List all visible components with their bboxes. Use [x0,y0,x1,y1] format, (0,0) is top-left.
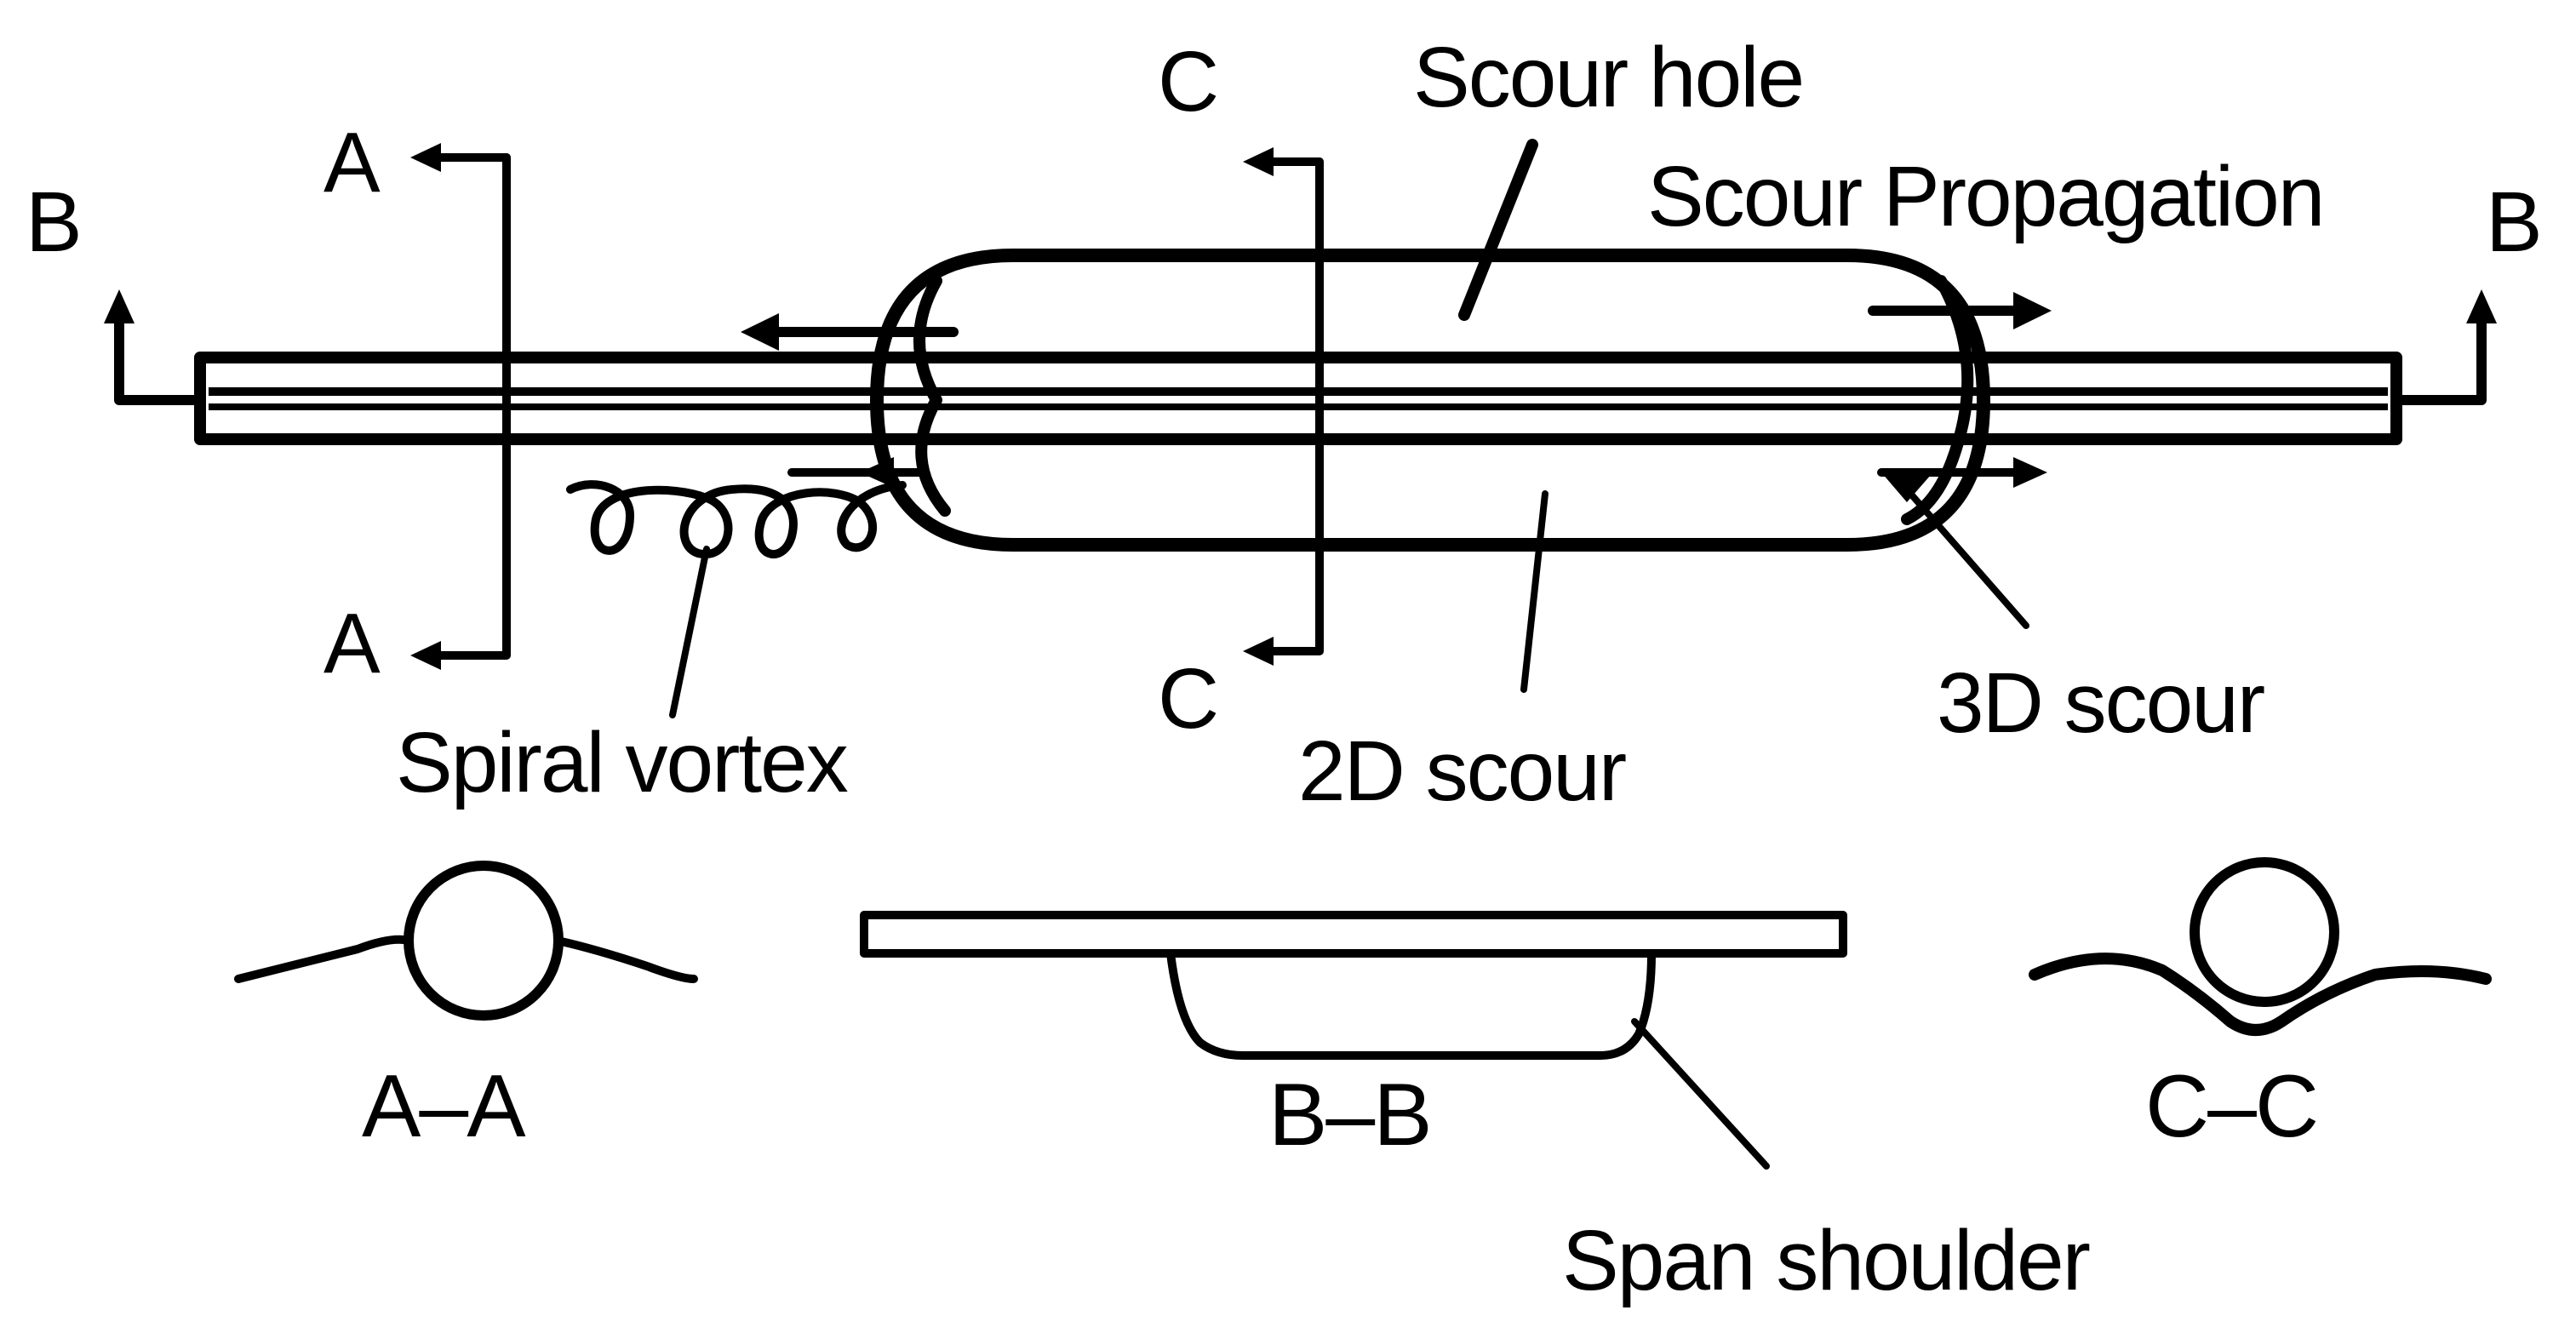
pipe-section-b [860,911,1847,958]
leader-spiral-vortex [669,546,710,718]
scour-propagation-arrows [741,292,2052,488]
section-a-bottom-label: A [323,596,381,691]
section-b-cut [104,289,2497,405]
section-c-top-label: C [1158,34,1217,129]
section-a-cut [410,143,511,670]
section-c-bottom-label: C [1158,651,1217,747]
label-3d-scour: 3D scour [1937,655,2264,751]
section-a-view-label: A–A [362,1057,526,1156]
leader-span-shoulder [1631,1018,1770,1170]
section-a-top-label: A [323,115,381,210]
section-b-left-label: B [26,174,81,270]
label-2d-scour: 2D scour [1298,724,1626,819]
scour-hole-outline [870,249,1990,552]
pipe-section-c [2190,857,2339,1007]
section-a-view [234,861,698,1021]
section-b-right-label: B [2486,174,2541,270]
label-scour-propagation: Scour Propagation [1647,149,2323,244]
pipeline-plan [194,352,2402,445]
section-b-view [860,911,1847,1170]
leader-3d-scour [1881,468,2029,629]
pipe-section-a [404,861,564,1021]
section-b-view-label: B–B [1268,1066,1431,1164]
leader-scour-hole [1458,139,1538,321]
section-c-view [2029,857,2492,1036]
section-c-cut [1243,147,1324,666]
label-span-shoulder: Span shoulder [1562,1213,2090,1308]
leader-2d-scour [1520,490,1548,693]
label-scour-hole: Scour hole [1413,30,1803,125]
label-spiral-vortex: Spiral vortex [396,715,848,810]
spiral-vortex [566,480,907,559]
section-c-view-label: C–C [2145,1057,2317,1156]
